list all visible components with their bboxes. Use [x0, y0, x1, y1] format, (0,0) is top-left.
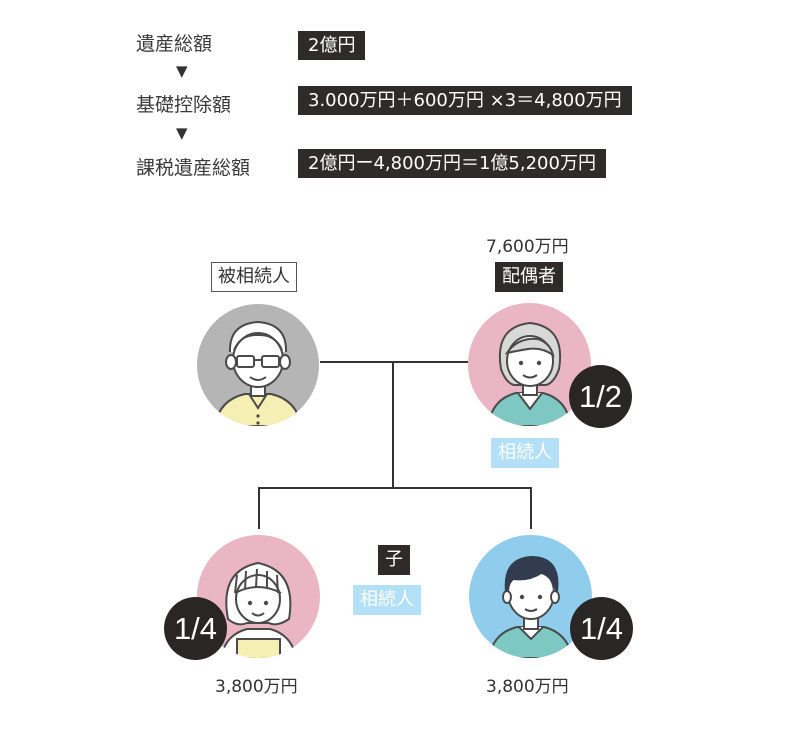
son-branch-line — [530, 487, 532, 529]
estate-total-value: 2億円 — [298, 31, 366, 60]
spouse-share-badge: 1/2 — [569, 365, 632, 428]
down-arrow-icon: ▼ — [176, 124, 188, 142]
children-line — [258, 487, 531, 489]
daughter-amount: 3,800万円 — [215, 677, 298, 697]
taxable-estate-label: 課税遺産総額 — [136, 157, 251, 179]
elderly-man-icon — [213, 320, 303, 426]
son-amount: 3,800万円 — [486, 677, 569, 697]
daughter-branch-line — [258, 487, 260, 529]
daughter-share-badge: 1/4 — [164, 597, 227, 660]
spouse-label: 配偶者 — [495, 262, 563, 292]
marriage-line — [320, 361, 468, 363]
basic-deduction-value: 3.000万円＋600万円 ×3＝4,800万円 — [298, 86, 632, 115]
down-arrow-icon: ▼ — [176, 62, 188, 80]
descent-line — [392, 361, 394, 488]
spouse-heir-label: 相続人 — [491, 438, 559, 468]
estate-total-label: 遺産総額 — [136, 33, 213, 55]
decedent-avatar — [197, 304, 319, 426]
spouse-amount: 7,600万円 — [486, 237, 569, 257]
taxable-estate-value: 2億円ー4,800万円＝1億5,200万円 — [298, 149, 606, 178]
boy-icon — [487, 555, 574, 658]
child-label: 子 — [378, 545, 410, 575]
son-share-badge: 1/4 — [570, 597, 633, 660]
children-heir-label: 相続人 — [353, 585, 421, 615]
decedent-label: 被相続人 — [211, 262, 297, 292]
basic-deduction-label: 基礎控除額 — [136, 94, 232, 116]
elderly-woman-icon — [486, 321, 573, 426]
